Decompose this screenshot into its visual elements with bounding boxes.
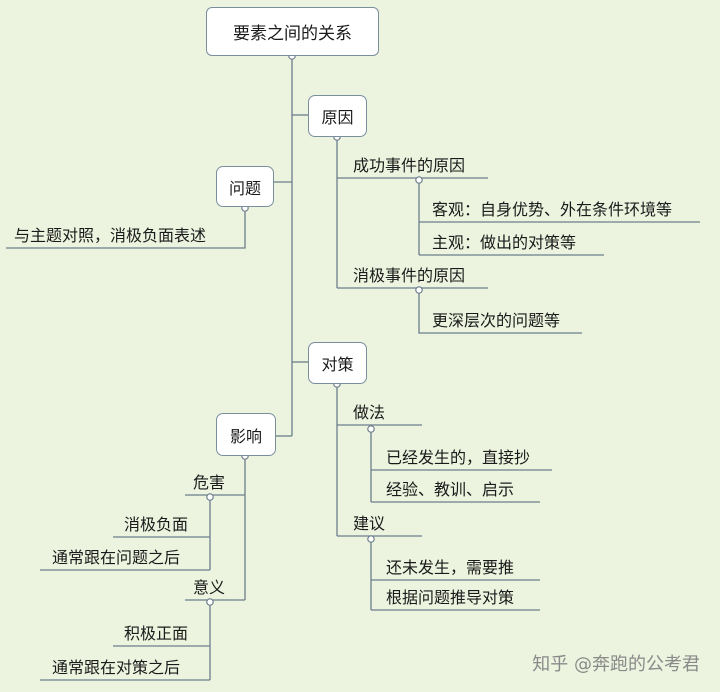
method-item-2: 经验、教训、启示 — [386, 480, 515, 499]
cause-success-subjective: 主观：做出的对策等 — [432, 233, 577, 252]
cause-negative-deeper: 更深层次的问题等 — [432, 311, 561, 330]
meaning-item-2: 通常跟在对策之后 — [52, 658, 181, 677]
method-item-1: 已经发生的，直接抄 — [386, 448, 531, 467]
problem-desc: 与主题对照，消极负面表述 — [14, 226, 207, 245]
harm-item-1: 消极负面 — [124, 515, 189, 534]
cause-label: 原因 — [321, 108, 354, 127]
harm-label: 危害 — [193, 473, 226, 492]
method-label: 做法 — [353, 403, 386, 422]
problem-node: 问题 — [216, 166, 274, 207]
suggestion-item-1: 还未发生，需要推 — [386, 558, 515, 577]
influence-label: 影响 — [229, 426, 262, 446]
meaning-item-1: 积极正面 — [124, 624, 189, 643]
cause-node: 原因 — [308, 95, 367, 137]
countermeasure-node: 对策 — [308, 342, 367, 384]
root-label: 要素之间的关系 — [233, 24, 352, 44]
watermark: 知乎 @奔跑的公考君 — [532, 654, 700, 675]
influence-node: 影响 — [216, 413, 276, 456]
countermeasure-label: 对策 — [321, 355, 354, 374]
cause-success-label: 成功事件的原因 — [353, 156, 466, 175]
problem-label: 问题 — [228, 178, 261, 198]
suggestion-item-2: 根据问题推导对策 — [386, 588, 515, 607]
root-node: 要素之间的关系 — [206, 7, 379, 56]
cause-success-objective: 客观：自身优势、外在条件环境等 — [432, 200, 673, 219]
cause-negative-label: 消极事件的原因 — [353, 266, 466, 285]
harm-item-2: 通常跟在问题之后 — [52, 548, 181, 567]
suggestion-label: 建议 — [353, 514, 386, 533]
meaning-label: 意义 — [193, 578, 226, 597]
